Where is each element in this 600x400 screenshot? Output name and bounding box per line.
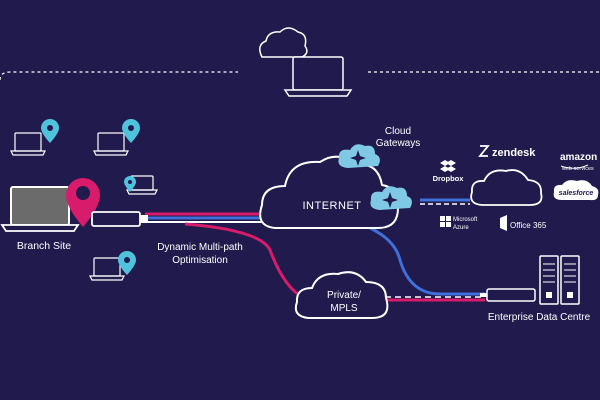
dropbox-label: Dropbox xyxy=(433,174,465,183)
dashed-boundary-left xyxy=(0,71,238,81)
dropbox-icon xyxy=(440,160,456,172)
mpls-cloud-icon xyxy=(294,271,389,319)
enterprise-dc-label: Enterprise Data Centre xyxy=(488,312,591,323)
server-rack-icon xyxy=(560,255,580,305)
router-icon xyxy=(480,288,536,302)
zendesk-icon xyxy=(478,145,490,157)
remote-laptop-icon xyxy=(283,56,353,97)
mpls-label-2: MPLS xyxy=(330,303,358,314)
location-pin-icon xyxy=(118,251,136,275)
path-lines xyxy=(145,198,485,302)
gateway-star-icon xyxy=(338,144,380,168)
office365-icon xyxy=(500,215,507,231)
laptop-icon xyxy=(93,132,129,156)
salesforce-label: salesforce xyxy=(559,190,594,197)
location-pin-icon xyxy=(41,119,59,143)
gateway-star-icon xyxy=(370,186,412,210)
amazon-label: amazon xyxy=(560,152,597,163)
laptop-icon xyxy=(89,257,125,281)
amazon-icon xyxy=(560,164,589,169)
laptop-icon xyxy=(10,132,46,156)
azure-icon xyxy=(440,216,451,227)
location-pin-icon xyxy=(122,119,140,143)
branch-laptop-icon xyxy=(0,186,80,232)
cloud-gateways-label-1: Cloud xyxy=(385,126,411,137)
router-icon xyxy=(91,211,148,227)
location-pin-icon xyxy=(124,176,136,192)
server-rack-icon xyxy=(539,255,559,305)
azure-label-1: Microsoft xyxy=(453,217,478,223)
salesforce-icon xyxy=(553,180,599,201)
cloud-gateways-label-2: Gateways xyxy=(376,138,420,149)
azure-label-2: Azure xyxy=(453,225,469,231)
branch-site-label: Branch Site xyxy=(17,240,71,252)
zendesk-label: zendesk xyxy=(492,147,536,159)
dynamic-label-2: Optimisation xyxy=(172,255,228,266)
office365-label: Office 365 xyxy=(510,221,547,230)
remote-cloud-icon xyxy=(259,27,308,58)
dynamic-label-1: Dynamic Multi-path xyxy=(157,242,243,253)
internet-label: INTERNET xyxy=(303,200,362,212)
saas-cloud-icon xyxy=(470,169,543,206)
mpls-label-1: Private/ xyxy=(327,290,361,301)
amazon-sub-label: web services xyxy=(561,166,594,172)
